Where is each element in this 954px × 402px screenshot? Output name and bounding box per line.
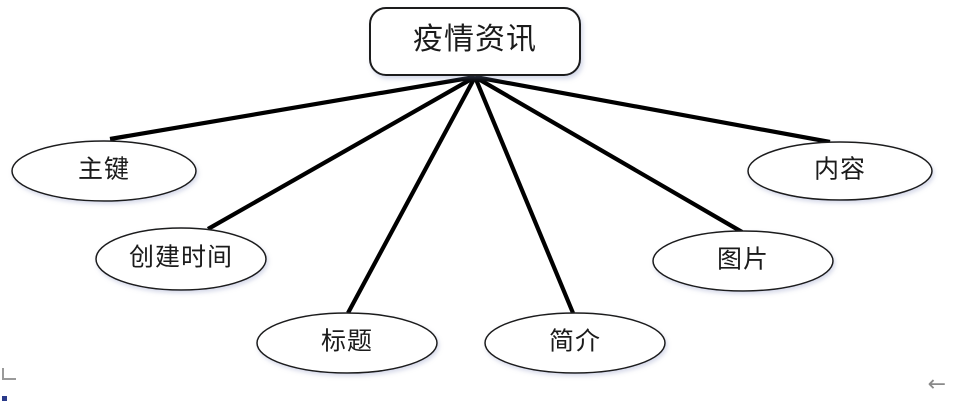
entity-label: 疫情资讯	[413, 23, 537, 56]
attribute-ellipse-5	[747, 141, 933, 201]
attribute-ellipse-0	[11, 140, 197, 202]
attribute-label-4: 图片	[717, 246, 769, 274]
connector-line-3	[473, 76, 575, 314]
attribute-label-3: 简介	[549, 328, 601, 356]
shape-layer	[11, 7, 933, 374]
connector-line-0	[109, 74, 476, 142]
attribute-label-1: 创建时间	[129, 244, 233, 272]
connector-layer	[109, 74, 831, 314]
attribute-label-0: 主键	[78, 156, 130, 184]
connector-line-1	[206, 75, 477, 231]
attribute-ellipse-1	[95, 227, 267, 291]
attribute-ellipse-3	[484, 312, 666, 374]
back-arrow-icon[interactable]: ←	[927, 372, 946, 397]
attribute-ellipse-2	[256, 312, 438, 374]
connector-line-2	[346, 76, 477, 314]
attribute-ellipse-4	[652, 230, 834, 292]
connector-line-4	[473, 75, 744, 234]
attribute-label-5: 内容	[814, 156, 866, 184]
entity-box	[369, 7, 581, 76]
corner-mark-artifact	[2, 368, 16, 380]
attribute-label-2: 标题	[321, 328, 373, 356]
connector-line-5	[474, 74, 831, 145]
corner-dot-artifact	[2, 396, 7, 401]
